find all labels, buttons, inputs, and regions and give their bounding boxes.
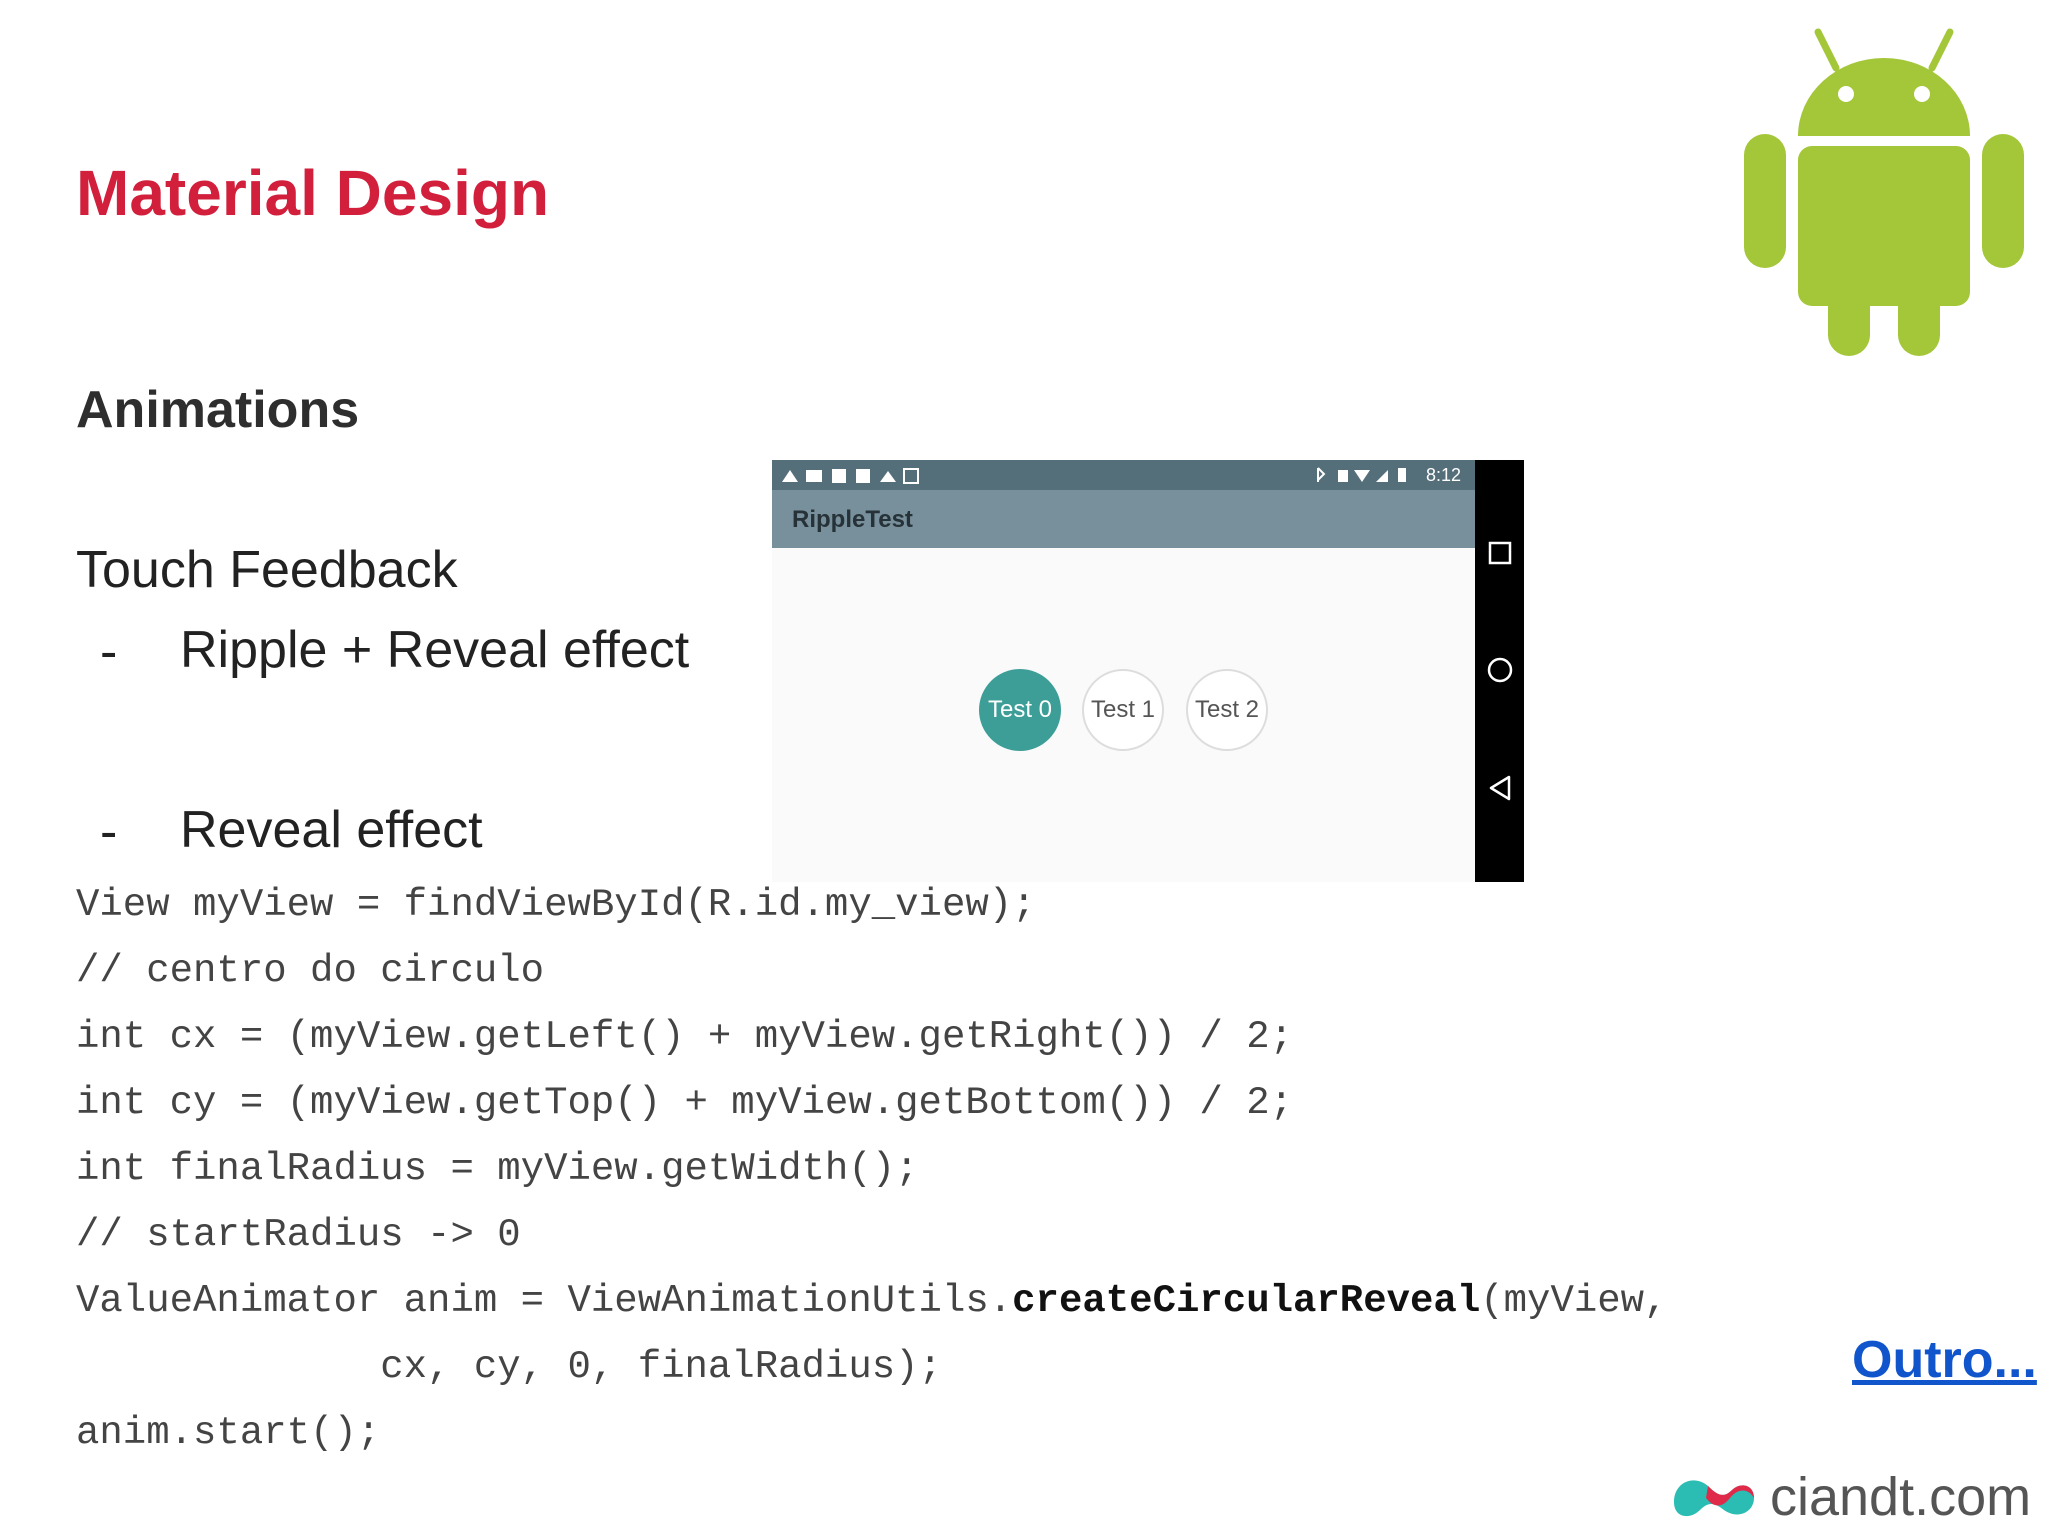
code-line: (myView, xyxy=(1480,1279,1668,1323)
slide-title: Material Design xyxy=(76,157,550,229)
code-line: // centro do circulo xyxy=(76,949,545,993)
circle-icon[interactable] xyxy=(1486,656,1514,684)
code-line: int cx = (myView.getLeft() + myView.getR… xyxy=(76,1015,1293,1059)
app-bar: RippleTest xyxy=(772,490,1475,548)
bullet-marker: - xyxy=(100,803,118,861)
phone-screenshot: 8:12 RippleTest Test 0 Test 1 Test 2 xyxy=(772,460,1524,882)
code-block: View myView = findViewById(R.id.my_view)… xyxy=(76,872,1667,1466)
code-line: int cy = (myView.getTop() + myView.getBo… xyxy=(76,1081,1293,1125)
status-bar: 8:12 xyxy=(772,460,1475,490)
code-line: cx, cy, 0, finalRadius); xyxy=(76,1345,942,1389)
section-subtitle: Animations xyxy=(76,381,360,439)
test-2-button[interactable]: Test 2 xyxy=(1186,669,1268,751)
back-triangle-icon[interactable] xyxy=(1486,774,1514,802)
notification-icons xyxy=(782,468,919,484)
test-1-button[interactable]: Test 1 xyxy=(1082,669,1164,751)
outro-link[interactable]: Outro... xyxy=(1852,1331,2037,1389)
square-icon[interactable] xyxy=(1487,540,1513,566)
bullet-marker: - xyxy=(100,623,118,681)
nav-bar xyxy=(1475,460,1524,882)
ciandt-logo-text: ciandt.com xyxy=(1770,1467,2032,1527)
status-time: 8:12 xyxy=(1426,465,1462,485)
ciandt-logo-icon xyxy=(1674,1480,1754,1517)
android-robot-icon xyxy=(1744,28,2024,356)
touch-feedback-heading: Touch Feedback xyxy=(76,541,458,599)
code-line: View myView = findViewById(R.id.my_view)… xyxy=(76,883,1036,927)
bullet-reveal: Reveal effect xyxy=(180,801,483,859)
code-method-highlight: createCircularReveal xyxy=(1012,1279,1481,1323)
code-line: // startRadius -> 0 xyxy=(76,1213,521,1257)
system-status-icons xyxy=(1317,467,1406,482)
test-0-button[interactable]: Test 0 xyxy=(979,669,1061,751)
bullet-ripple-reveal: Ripple + Reveal effect xyxy=(180,621,690,679)
code-line: int finalRadius = myView.getWidth(); xyxy=(76,1147,919,1191)
app-bar-title: RippleTest xyxy=(792,506,913,533)
code-line: ValueAnimator anim = ViewAnimationUtils. xyxy=(76,1279,1013,1323)
code-line: anim.start(); xyxy=(76,1411,381,1455)
